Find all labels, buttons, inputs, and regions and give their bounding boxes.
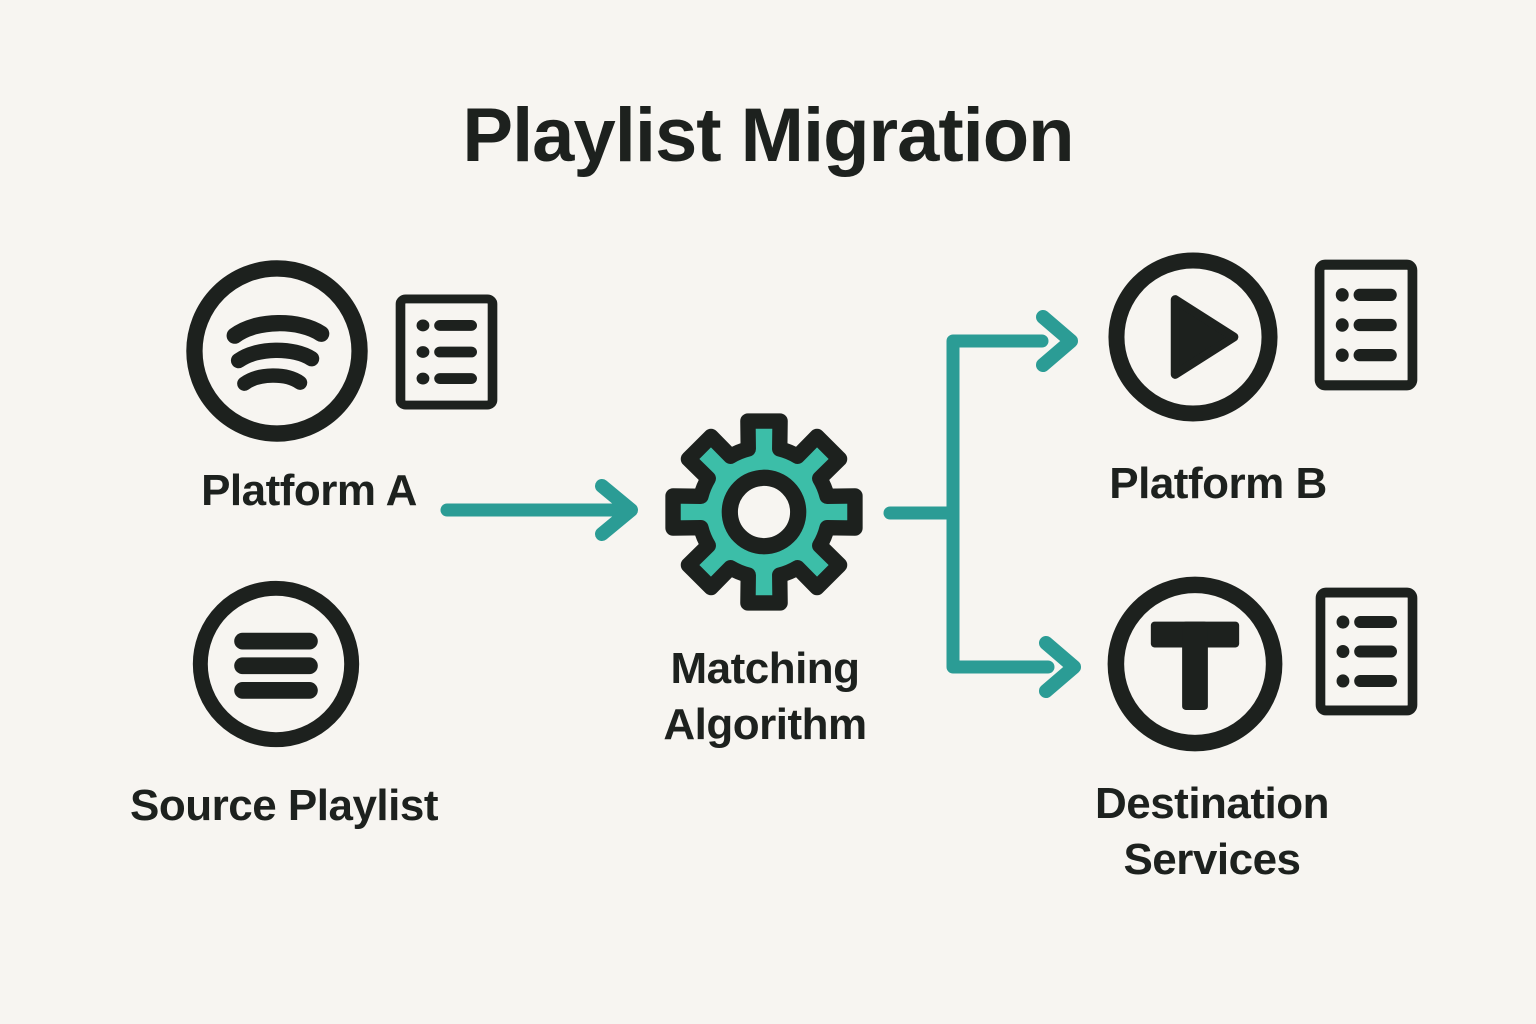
- arrowhead-icon: [1039, 636, 1081, 698]
- arrow-platform-a-to-algorithm: [440, 479, 638, 541]
- playlist-doc-icon: [395, 294, 498, 410]
- platform-b-label: Platform B: [1109, 459, 1327, 508]
- diagram-title: Playlist Migration: [462, 93, 1074, 178]
- spotify-icon: [186, 260, 368, 442]
- matching-algorithm-label-line1: Matching: [670, 644, 860, 693]
- source-playlist-label: Source Playlist: [130, 781, 438, 830]
- playlist-doc-icon: [1315, 587, 1418, 716]
- destination-services-label: Destination Services: [1094, 776, 1330, 889]
- gear-icon: [665, 413, 863, 611]
- branch-connector: [946, 334, 1055, 674]
- arrowhead-icon: [595, 479, 638, 541]
- destination-services-label-line1: Destination: [1094, 779, 1330, 828]
- play-circle-icon: [1108, 252, 1278, 422]
- list-circle-icon: [192, 580, 360, 748]
- playlist-doc-icon: [1314, 259, 1418, 391]
- matching-algorithm-label-line2: Algorithm: [663, 700, 867, 750]
- platform-a-label: Platform A: [201, 466, 417, 515]
- matching-algorithm-label: Matching Algorithm: [663, 641, 867, 754]
- arrowhead-icon: [1036, 310, 1078, 372]
- destination-services-label-line2: Services: [1123, 835, 1301, 885]
- letter-t-circle-icon: [1107, 576, 1283, 752]
